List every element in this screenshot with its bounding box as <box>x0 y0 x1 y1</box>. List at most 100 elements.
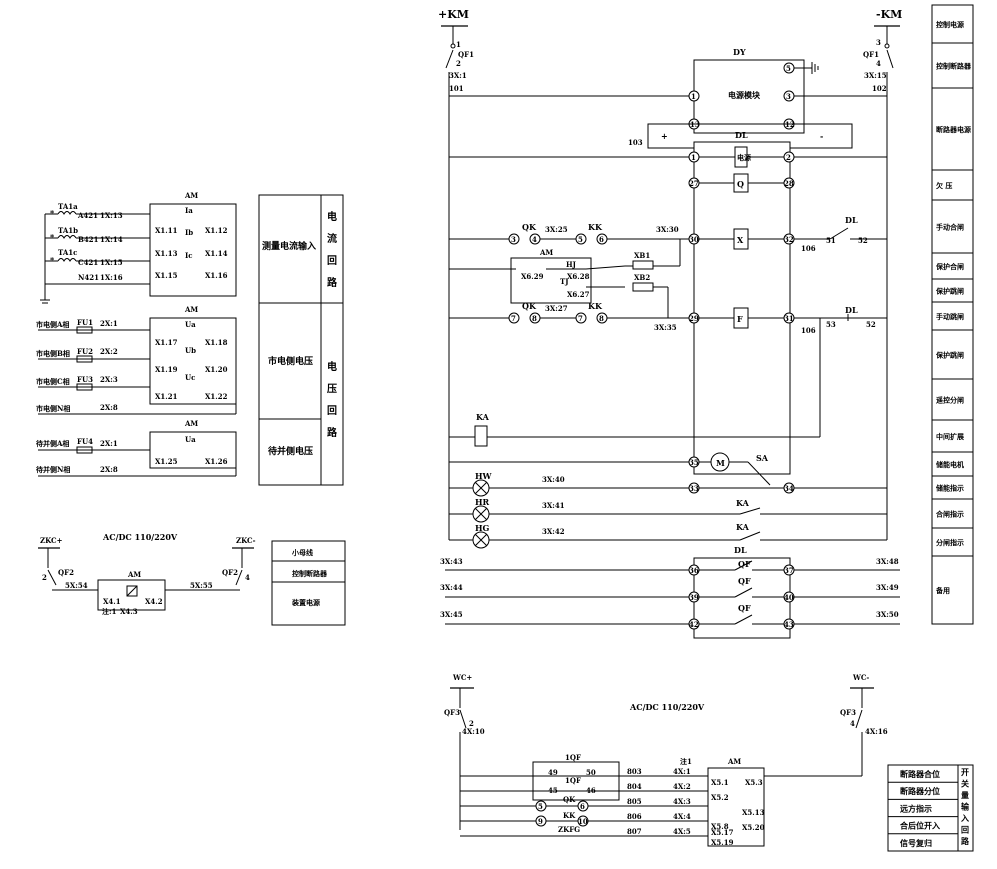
svg-text:KK: KK <box>588 301 603 311</box>
svg-text:DL: DL <box>734 545 747 555</box>
svg-text:市电侧N相: 市电侧N相 <box>36 404 70 413</box>
svg-text:3: 3 <box>876 38 881 47</box>
side-char: 回 <box>327 255 337 267</box>
right-label: 欠 压 <box>936 181 952 190</box>
svg-text:1X:16: 1X:16 <box>100 273 123 282</box>
svg-text:HR: HR <box>475 497 490 507</box>
svg-text:KK: KK <box>588 222 603 232</box>
svg-text:3X:35: 3X:35 <box>654 323 677 332</box>
svg-text:市电侧B相: 市电侧B相 <box>36 349 70 358</box>
svg-text:FU3: FU3 <box>77 375 93 384</box>
svg-text:AC/DC 110/220V: AC/DC 110/220V <box>102 532 178 542</box>
side-char: 量 <box>961 790 969 800</box>
svg-text:X5.3: X5.3 <box>745 778 763 787</box>
svg-text:5X:54: 5X:54 <box>65 581 88 590</box>
svg-text:42: 42 <box>689 620 699 629</box>
svg-text:3: 3 <box>786 92 791 101</box>
svg-text:AM: AM <box>127 570 141 579</box>
svg-text:106: 106 <box>801 326 816 335</box>
svg-text:2X:2: 2X:2 <box>100 347 118 356</box>
svg-text:X1.25: X1.25 <box>155 457 178 466</box>
svg-text:ZKC+: ZKC+ <box>40 536 63 545</box>
right-label: 遥控分闸 <box>936 396 964 405</box>
svg-text:X1.18: X1.18 <box>205 338 228 347</box>
right-label: 备用 <box>935 586 950 595</box>
right-label: 储能指示 <box>935 484 964 493</box>
input-table-row: 断路器分位 <box>900 786 940 796</box>
svg-text:2X:3: 2X:3 <box>100 375 118 384</box>
svg-text:2: 2 <box>469 719 474 728</box>
svg-text:X1.13: X1.13 <box>155 249 178 258</box>
svg-text:Ua: Ua <box>185 320 196 329</box>
svg-text:Ic: Ic <box>185 251 193 260</box>
svg-text:TA1a: TA1a <box>58 202 78 211</box>
svg-text:3X:1: 3X:1 <box>449 71 467 80</box>
svg-text:FU4: FU4 <box>77 437 93 446</box>
svg-text:804: 804 <box>627 782 642 791</box>
side-char: 路 <box>327 426 338 439</box>
right-label: 断路器电源 <box>936 125 971 134</box>
side-char: 路 <box>961 836 970 846</box>
side-char: 流 <box>327 232 337 245</box>
input-table-row: 断路器合位 <box>900 769 940 779</box>
svg-text:102: 102 <box>872 84 887 93</box>
svg-text:WC-: WC- <box>852 673 869 682</box>
svg-text:XB2: XB2 <box>634 273 650 282</box>
svg-text:AM: AM <box>184 419 198 428</box>
right-label: 保护跳闸 <box>935 287 964 296</box>
svg-text:807: 807 <box>627 827 642 836</box>
svg-text:3X:44: 3X:44 <box>440 583 463 592</box>
svg-text:6: 6 <box>599 235 604 244</box>
svg-text:37: 37 <box>784 566 794 575</box>
svg-text:DY: DY <box>733 47 746 57</box>
side-char: 电 <box>327 210 337 223</box>
svg-text:49: 49 <box>548 768 558 777</box>
right-label: 手动跳闸 <box>936 312 964 321</box>
svg-text:3X:27: 3X:27 <box>545 304 568 313</box>
svg-text:待并侧电压: 待并侧电压 <box>268 445 313 457</box>
svg-text:KA: KA <box>736 498 750 508</box>
svg-text:C421: C421 <box>78 258 98 267</box>
svg-text:QF: QF <box>738 576 751 586</box>
svg-text:52: 52 <box>866 320 876 329</box>
svg-text:HW: HW <box>475 471 493 481</box>
power-module-label: 电源模块 <box>728 90 761 100</box>
svg-text:KA: KA <box>736 522 750 532</box>
svg-text:Ub: Ub <box>185 346 196 355</box>
svg-text:9: 9 <box>538 817 543 826</box>
svg-text:2X:1: 2X:1 <box>100 439 118 448</box>
svg-text:6: 6 <box>580 802 585 811</box>
svg-text:53: 53 <box>826 320 836 329</box>
svg-text:1: 1 <box>691 92 696 101</box>
svg-text:电源: 电源 <box>737 153 751 162</box>
svg-text:32: 32 <box>784 235 794 244</box>
svg-text:QF1: QF1 <box>458 50 474 59</box>
control-circuit: +KM 1 QF1 2 3X:1 101 -KM 3 QF1 4 3X:15 1… <box>438 8 902 549</box>
svg-text:QF: QF <box>738 559 751 569</box>
svg-text:QK: QK <box>522 222 537 232</box>
svg-text:51: 51 <box>826 236 836 245</box>
svg-text:1QF: 1QF <box>565 776 581 785</box>
svg-text:35: 35 <box>689 458 699 467</box>
svg-text:3X:50: 3X:50 <box>876 610 899 619</box>
svg-text:KA: KA <box>476 412 490 422</box>
svg-text:DL: DL <box>845 215 858 225</box>
svg-text:*: * <box>50 255 55 265</box>
svg-text:1: 1 <box>456 40 461 49</box>
svg-text:5X:55: 5X:55 <box>190 581 213 590</box>
svg-text:1: 1 <box>691 153 696 162</box>
svg-text:2X:1: 2X:1 <box>100 319 118 328</box>
svg-text:50: 50 <box>586 768 596 777</box>
svg-text:X5.20: X5.20 <box>742 823 765 832</box>
svg-text:AM: AM <box>727 757 741 766</box>
svg-text:X4.1: X4.1 <box>103 597 121 606</box>
svg-text:Ua: Ua <box>185 435 196 444</box>
svg-text:N421: N421 <box>78 273 99 282</box>
svg-text:QF3: QF3 <box>444 708 460 717</box>
svg-text:39: 39 <box>689 593 699 602</box>
side-char: 电 <box>327 360 337 373</box>
right-label: 手动合闸 <box>936 223 964 232</box>
svg-text:X1.14: X1.14 <box>205 249 228 258</box>
svg-text:TJ: TJ <box>560 277 569 286</box>
